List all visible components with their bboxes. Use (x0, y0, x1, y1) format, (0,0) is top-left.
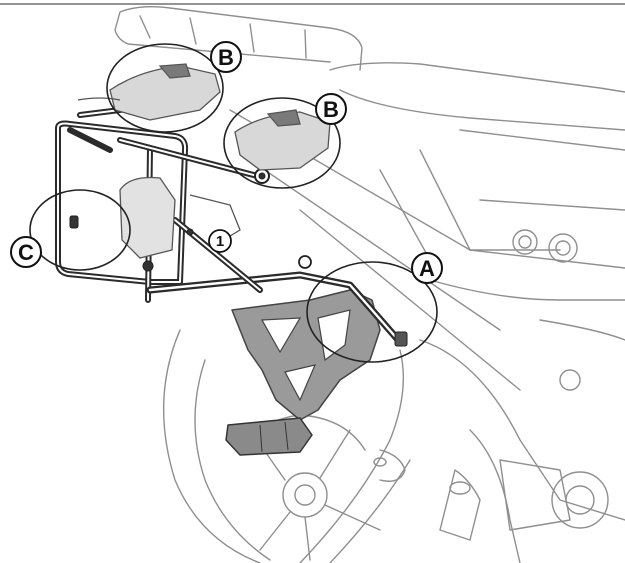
callout-b-top: B (210, 41, 242, 73)
side-bracket (225, 289, 381, 456)
callout-c: C (10, 236, 42, 268)
mount-details (77, 63, 331, 259)
callout-part-1: 1 (208, 229, 232, 253)
detail-circle-b-top (106, 43, 224, 133)
callout-b-mid: B (315, 93, 347, 125)
svg-text:A: A (419, 256, 435, 281)
motorcycle-outline (114, 5, 625, 563)
detail-circle-c (29, 189, 131, 271)
svg-text:C: C (18, 240, 34, 265)
svg-text:1: 1 (216, 233, 224, 250)
callout-a: A (411, 252, 443, 284)
svg-text:B: B (218, 45, 234, 70)
detail-circle-b-mid (223, 97, 341, 189)
detail-circle-a (306, 261, 438, 363)
detail-circles (29, 43, 438, 363)
svg-text:B: B (323, 97, 339, 122)
